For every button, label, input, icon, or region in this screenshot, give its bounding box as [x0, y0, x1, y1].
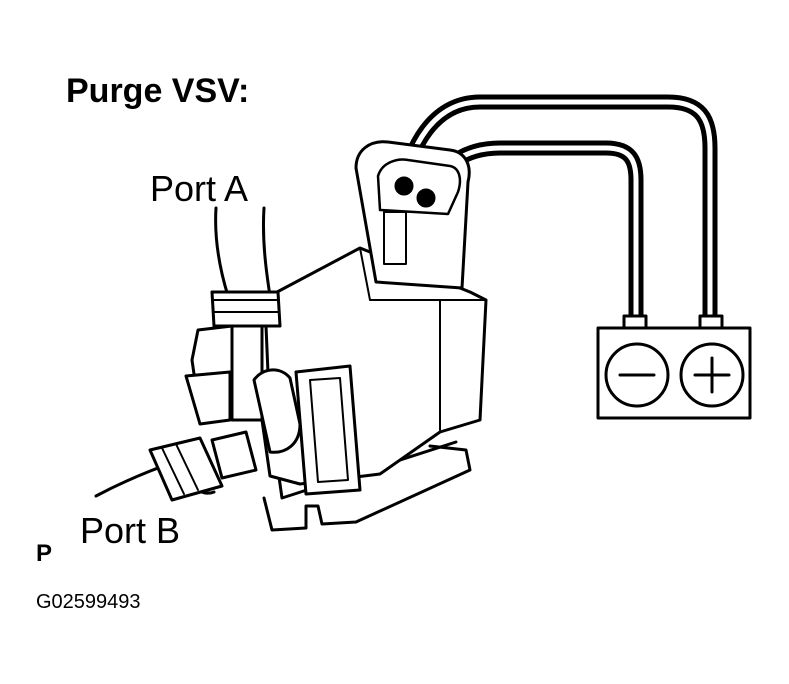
port-b-label: Port B — [80, 510, 181, 551]
vsv-connector — [354, 140, 471, 290]
corner-mark: P — [36, 540, 53, 567]
port-a-hose — [184, 206, 282, 426]
battery-terminal-negative — [622, 314, 648, 330]
port-a-label: Port A — [150, 168, 249, 209]
connector-pin-positive — [394, 176, 414, 196]
port-b-hose — [94, 430, 258, 502]
battery — [596, 314, 752, 420]
connector-pin-negative — [416, 188, 436, 208]
battery-terminal-positive — [698, 314, 724, 330]
figure-code: G02599493 — [36, 591, 141, 613]
vsv-body — [260, 246, 488, 532]
vsv-nozzle — [252, 368, 302, 454]
diagram-title: Purge VSV: — [66, 72, 250, 110]
